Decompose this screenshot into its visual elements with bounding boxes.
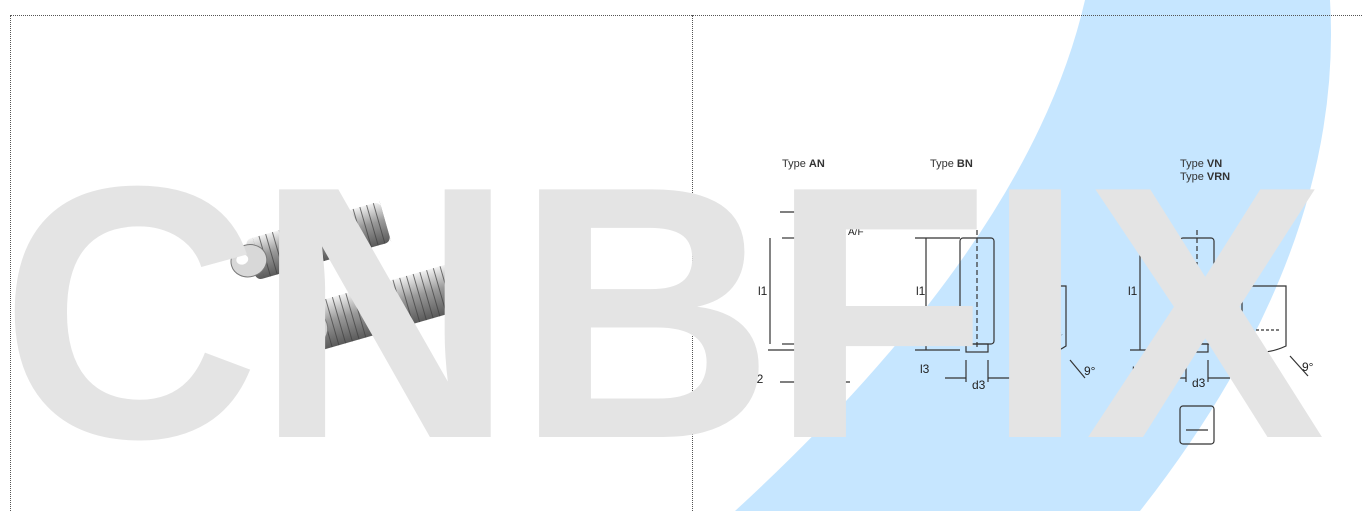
dim-l1-bn: l1 [916, 284, 926, 298]
watermark-letter-c: C [0, 112, 262, 514]
type-an-label: Type AN [782, 158, 825, 170]
dim-l1-an: l1 [758, 284, 768, 298]
watermark-letter-b: B [515, 112, 777, 514]
content-frame [10, 15, 1362, 511]
dim-af: A/F [848, 227, 864, 238]
watermark-letter-n: N [255, 112, 517, 514]
type-vn-label: Type VN [1180, 158, 1223, 170]
product-photo [230, 201, 482, 350]
set-screw-2 [291, 258, 482, 350]
watermark-letter-i: I [985, 112, 1088, 514]
dim-l3: l3 [920, 362, 930, 376]
dim-l2: l2 [754, 372, 764, 386]
dim-d3-bn: d3 [972, 378, 986, 392]
dim-d1: d1 [810, 205, 824, 219]
dim-d2: d2 [810, 380, 824, 394]
type-bn-label: Type BN [930, 158, 973, 170]
technical-drawing: Type AN Type BN Type VN Type VRN d1 A/F … [740, 150, 1340, 465]
drawing-lines [768, 211, 1309, 445]
watermark-letter-f: F [770, 112, 992, 514]
watermark-letter-x: X [1085, 112, 1328, 514]
type-vrn-label: Type VRN [1180, 171, 1231, 183]
dim-d3-vn: d3 [1192, 376, 1206, 390]
dim-angle-vn: 9° [1302, 360, 1314, 374]
dim-l1-vn: l1 [1128, 284, 1138, 298]
brand-watermark: C N B F I X [0, 112, 1362, 514]
set-screw-1 [230, 201, 392, 279]
dim-l4: l4 [1132, 364, 1142, 378]
column-divider [692, 15, 693, 511]
dim-angle-bn: 9° [1084, 364, 1096, 378]
